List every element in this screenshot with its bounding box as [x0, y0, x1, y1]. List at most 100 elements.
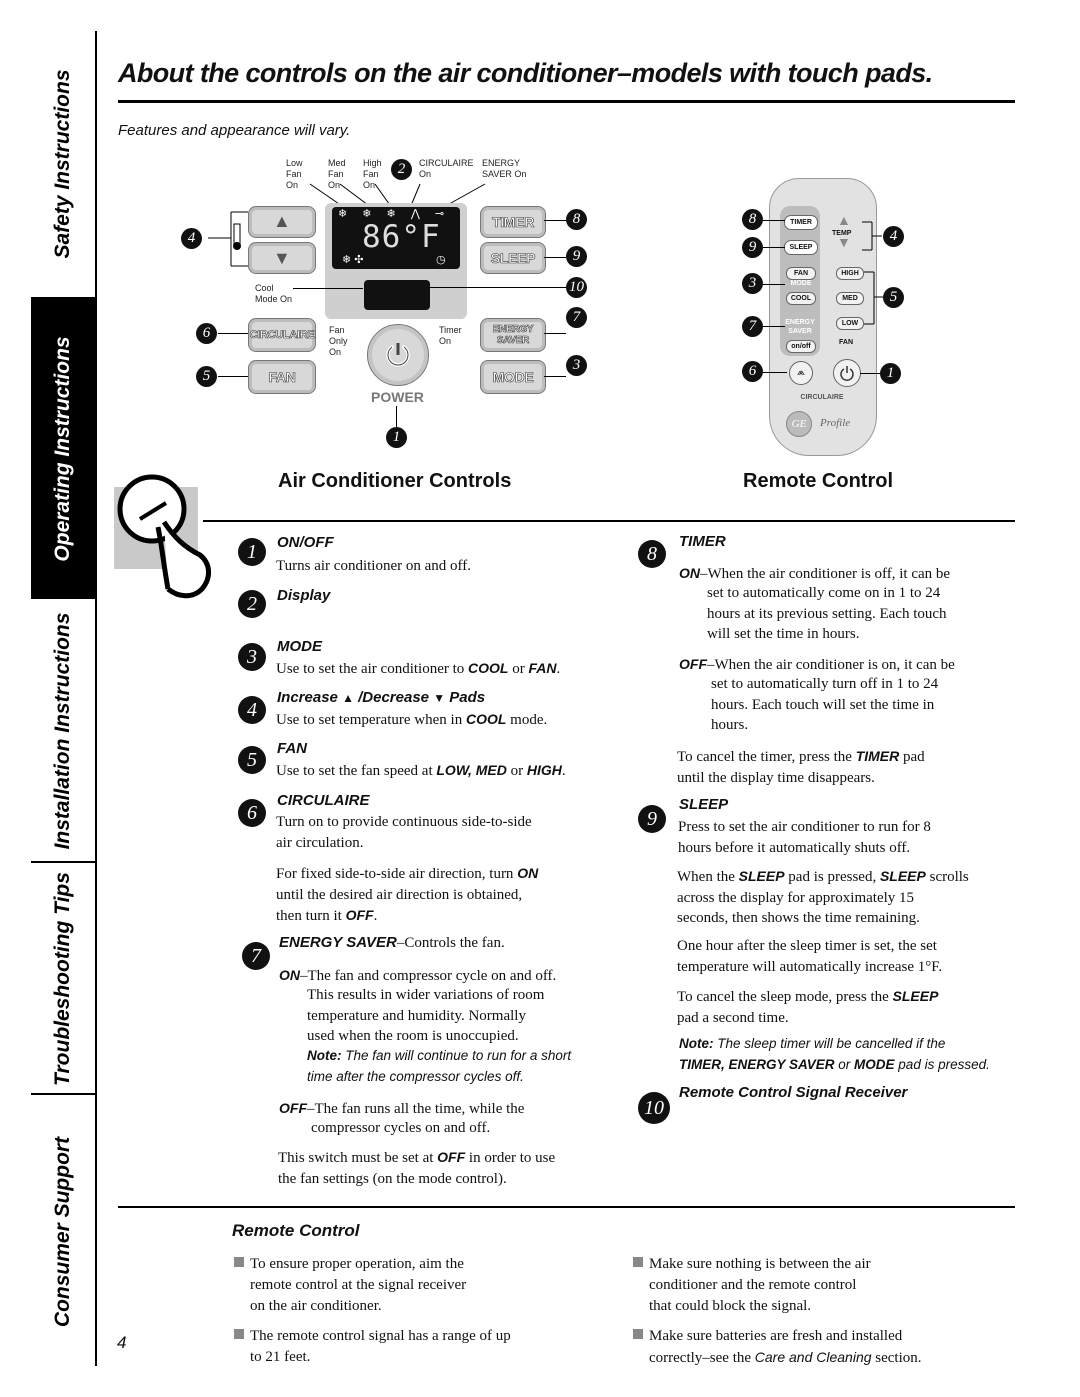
remote-callout-7: 7	[742, 316, 763, 337]
tab-troubleshooting-tips[interactable]: Troubleshooting Tips	[31, 861, 95, 1095]
temperature-display: 86°F	[362, 219, 441, 255]
remote-timer-button[interactable]: TIMER	[784, 215, 818, 230]
tab-installation-instructions[interactable]: Installation Instructions	[31, 597, 95, 863]
circulaire-button-label: CIRCULAIRE	[249, 329, 315, 342]
incdec-text-a: Use to set temperature when in	[276, 712, 466, 728]
tab-label: Safety Instructions	[51, 69, 74, 259]
circulaire-heading: CIRCULAIRE	[277, 792, 370, 809]
es-off: OFF	[279, 1100, 307, 1116]
mode-fan: FAN	[528, 660, 557, 676]
cool-mode-on-label: Cool Mode On	[255, 283, 293, 304]
es-switch-a: This switch must be set at	[278, 1150, 438, 1166]
sleep-button[interactable]: SLEEP	[480, 242, 546, 274]
item-number-2: 2	[238, 590, 266, 618]
remote-circulaire-button[interactable]: ⩕	[789, 361, 813, 385]
b3-l3: that could block the signal.	[649, 1298, 812, 1314]
callout-6: 6	[196, 323, 217, 344]
energy-saver-note: Note: The fan will continue to run for a…	[307, 1046, 571, 1087]
remote-mode-leader	[763, 284, 785, 285]
decrease-button[interactable]: ▼	[248, 242, 316, 274]
tab-operating-instructions[interactable]: Operating Instructions	[31, 297, 95, 599]
med-fan-on-label: Med Fan On	[328, 158, 346, 190]
sleep-p2-sleep2: SLEEP	[879, 868, 926, 884]
b4-care: Care and Cleaning	[754, 1349, 872, 1365]
mode-button[interactable]: MODE	[480, 360, 546, 394]
up-triangle-icon: ▲	[342, 691, 354, 705]
remote-bullet-2: The remote control signal has a range of…	[234, 1326, 511, 1368]
b1-l1: To ensure proper operation, aim the	[250, 1256, 464, 1272]
timer-off-l3: hours. Each touch will set the time in	[711, 696, 935, 713]
page-title: About the controls on the air conditione…	[118, 58, 933, 88]
remote-fan-label: FAN	[839, 339, 853, 346]
item-number-1: 1	[238, 538, 266, 566]
timer-off-l1: –When the air conditioner is on, it can …	[707, 657, 955, 673]
energy-saver-switch-text: This switch must be set at OFF in order …	[278, 1147, 555, 1189]
timer-button[interactable]: TIMER	[480, 206, 546, 238]
circ2-l3: then turn it	[276, 908, 346, 924]
callout-1: 1	[386, 427, 407, 448]
sleep-p2-sleep: SLEEP	[738, 868, 785, 884]
es-switch-off: OFF	[437, 1149, 466, 1165]
timer-cancel-timer: TIMER	[855, 748, 900, 764]
fan-button[interactable]: FAN	[248, 360, 316, 394]
power-button[interactable]	[367, 324, 429, 386]
circulaire-text-2: For fixed side-to-side air direction, tu…	[276, 863, 538, 927]
sleep-text-2: When the SLEEP pad is pressed, SLEEP scr…	[677, 866, 969, 929]
timer-on-l4: will set the time in hours.	[707, 626, 860, 642]
low-fan-on-label: Low Fan On	[286, 158, 303, 190]
fan-lowmed: LOW, MED	[436, 762, 507, 778]
mode-or: or	[508, 661, 529, 677]
title-rule	[118, 100, 1015, 103]
sleep-text-3: One hour after the sleep timer is set, t…	[677, 936, 942, 977]
remote-callout-3: 3	[742, 273, 763, 294]
increase-button[interactable]: ▲	[248, 206, 316, 238]
item-number-8: 8	[638, 540, 666, 568]
sleep-p2-l2: across the display for approximately 15	[677, 889, 915, 906]
tab-safety-instructions[interactable]: Safety Instructions	[31, 31, 95, 297]
fan-text: Use to set the fan speed at LOW, MED or …	[276, 760, 566, 782]
sleep-button-label: SLEEP	[490, 250, 536, 267]
mode-dot: .	[556, 661, 561, 677]
sleep-heading: SLEEP	[679, 796, 729, 813]
remote-low-button[interactable]: LOW	[836, 317, 864, 330]
increase-decrease-bracket	[208, 211, 248, 267]
circulaire-leader	[218, 333, 248, 334]
es-on-l2: This results in wider variations of room	[307, 987, 545, 1003]
mode-leader	[544, 376, 566, 377]
circulaire-text-1: Turn on to provide continuous side-to-si…	[276, 812, 532, 853]
item-number-6: 6	[238, 799, 266, 827]
remote-high-button[interactable]: HIGH	[836, 267, 864, 280]
sleep-note-mode: MODE	[854, 1056, 895, 1072]
es-off-l1: –The fan runs all the time, while the	[307, 1101, 525, 1117]
high-fan-on-label: High Fan On	[363, 158, 382, 190]
remote-temp-buttons[interactable]: ▲ TEMP ▼	[832, 214, 861, 251]
tab-consumer-support[interactable]: Consumer Support	[31, 1093, 95, 1368]
remote-brand: Profile	[820, 417, 851, 429]
timer-on: ON	[679, 565, 700, 581]
remote-power-button[interactable]	[833, 359, 861, 387]
remote-fan-button[interactable]: FAN	[786, 267, 816, 280]
sleep-note-or: or	[834, 1056, 855, 1072]
remote-temp-label: TEMP	[832, 230, 852, 237]
cool-fan-icons: ❄ ✣	[342, 254, 364, 266]
sleep-p2-l3: seconds, then shows the time remaining.	[677, 910, 920, 926]
receiver-leader	[430, 287, 566, 288]
remote-sleep-button[interactable]: SLEEP	[784, 240, 818, 255]
circulaire-button[interactable]: CIRCULAIRE	[248, 318, 316, 352]
remote-cool-button[interactable]: COOL	[786, 292, 816, 305]
es-note-l1: The fan will continue to run for a short	[341, 1048, 572, 1063]
remote-control-caption: Remote Control	[743, 470, 893, 492]
display-heading: Display	[277, 587, 331, 604]
callout-10: 10	[566, 277, 587, 298]
timer-off-text: OFF–When the air conditioner is on, it c…	[679, 654, 955, 676]
energy-saver-heading: ENERGY SAVER–Controls the fan.	[279, 934, 505, 952]
remote-med-button[interactable]: MED	[836, 292, 864, 305]
remote-energy-saver-button[interactable]: on/off	[786, 340, 816, 353]
timer-indicator-icon: ◷	[436, 254, 446, 266]
sleep-p2-b: pad is pressed,	[784, 869, 880, 885]
remote-callout-6: 6	[742, 361, 763, 382]
energy-saver-button[interactable]: ENERGY SAVER	[480, 318, 546, 352]
callout-5: 5	[196, 366, 217, 387]
item-number-9: 9	[638, 805, 666, 833]
